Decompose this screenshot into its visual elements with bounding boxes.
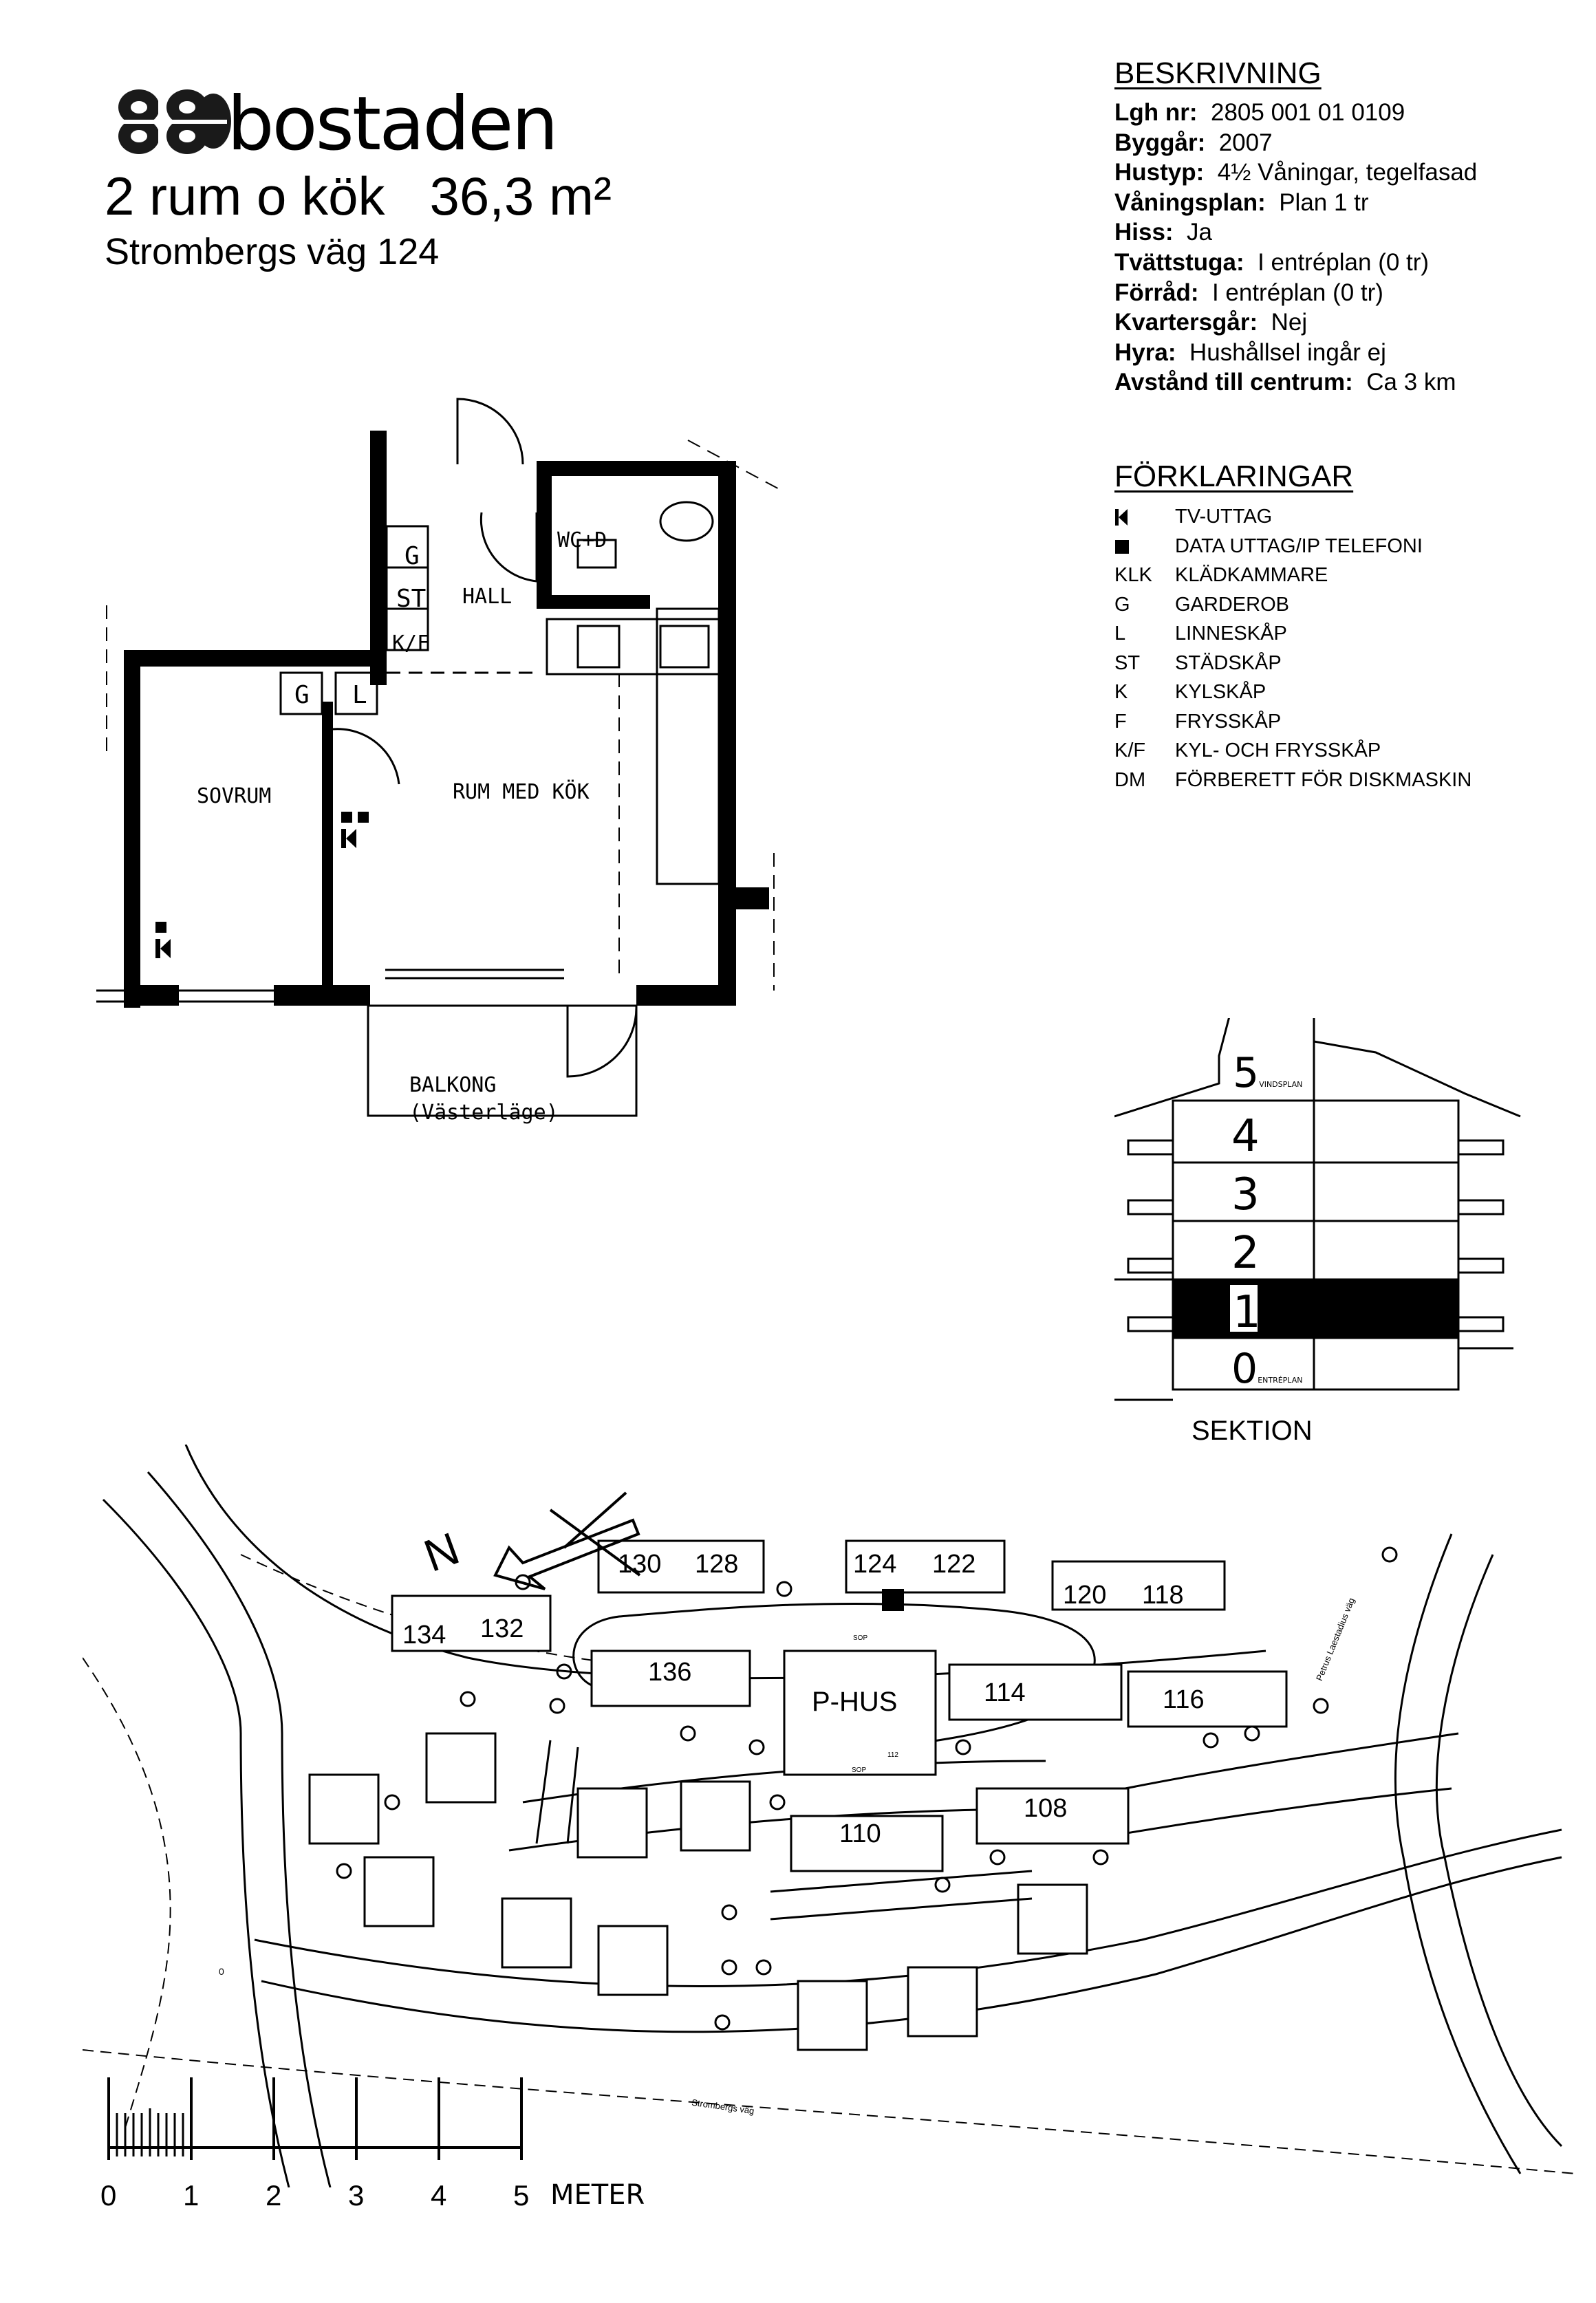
desc-row: Lgh nr: 2805 001 01 0109 [1114, 99, 1405, 126]
legend-panel: FÖRKLARINGAR TV-UTTAG DATA UTTAG/IP TELE… [1114, 459, 1471, 794]
scale-tick-1: 1 [183, 2179, 200, 2212]
building-120: 120 [1063, 1581, 1107, 1610]
room-balcony: BALKONG [409, 1073, 497, 1097]
room-wc: WC+D [557, 528, 607, 552]
fixture-g2: G [294, 681, 310, 709]
building-132: 132 [480, 1614, 524, 1643]
scale-tick-2: 2 [266, 2179, 282, 2212]
section-floor-1: 1 [1233, 1287, 1261, 1338]
building-130: 130 [618, 1550, 662, 1579]
scale-bar [107, 2077, 523, 2160]
fixture-l: L [352, 681, 367, 709]
building-124: 124 [853, 1550, 897, 1579]
map-zero: 0 [219, 1966, 224, 1977]
desc-row: Våningsplan: Plan 1 tr [1114, 188, 1369, 216]
building-134: 134 [402, 1621, 446, 1650]
building-122: 122 [932, 1550, 976, 1579]
building-128: 128 [695, 1550, 739, 1579]
scale-tick-3: 3 [348, 2179, 365, 2212]
section-floor-0: 0ENTRÉPLAN [1231, 1345, 1303, 1393]
scale-tick-5: 5 [513, 2179, 530, 2212]
legend-item: TV-UTTAG [1114, 502, 1471, 532]
desc-row: Byggår: 2007 [1114, 129, 1273, 156]
tv-outlet-icon [1115, 509, 1128, 526]
building-114: 114 [984, 1678, 1026, 1707]
scale-unit: METER [550, 2179, 645, 2211]
floor-plan [96, 398, 785, 1117]
sop-label-2: SOP [852, 1766, 867, 1774]
desc-row: Hustyp: 4½ Våningar, tegelfasad [1114, 159, 1478, 186]
section-floor-4: 4 [1231, 1111, 1260, 1162]
building-section [1114, 1018, 1521, 1401]
section-label: SEKTION [1191, 1416, 1313, 1446]
room-balcony-note: (Västerläge) [409, 1101, 559, 1125]
description-panel: BESKRIVNING Lgh nr: 2805 001 01 0109 Byg… [1114, 56, 1477, 398]
legend-item: DATA UTTAG/IP TELEFONI [1114, 532, 1471, 561]
desc-row: Avstånd till centrum: Ca 3 km [1114, 369, 1456, 396]
room-hall: HALL [462, 585, 513, 609]
sop-label-1: SOP [853, 1634, 868, 1642]
brand-logo [110, 81, 241, 157]
scale-tick-4: 4 [431, 2179, 447, 2212]
section-floor-5: 5VINDSPLAN [1233, 1049, 1303, 1097]
room-living: RUM MED KÖK [453, 780, 590, 804]
desc-row: Hyra: Hushållsel ingår ej [1114, 338, 1386, 366]
bostaden-logo-icon [117, 88, 231, 154]
legend-heading: FÖRKLARINGAR [1114, 459, 1354, 493]
address-112: 112 [887, 1751, 898, 1759]
site-map [83, 1445, 1575, 2187]
brand-name: bostaden [227, 81, 559, 167]
listing-address: Strombergs väg 124 [105, 231, 440, 272]
parking-house: P-HUS [812, 1687, 898, 1717]
section-floor-3: 3 [1231, 1169, 1260, 1220]
data-outlet-icon [1115, 539, 1129, 554]
desc-row: Hiss: Ja [1114, 219, 1213, 246]
fixture-g: G [405, 542, 420, 570]
room-bedroom: SOVRUM [197, 784, 272, 808]
description-list: Lgh nr: 2805 001 01 0109 Byggår: 2007 Hu… [1114, 98, 1477, 398]
building-136: 136 [648, 1658, 692, 1687]
section-floor-2: 2 [1231, 1228, 1260, 1279]
listing-title: 2 rum o kök 36,3 m² [105, 166, 612, 226]
description-heading: BESKRIVNING [1114, 56, 1322, 90]
fixture-kf: K/F [392, 631, 430, 656]
building-108: 108 [1024, 1794, 1068, 1823]
building-116: 116 [1163, 1685, 1205, 1714]
building-110: 110 [839, 1819, 881, 1848]
desc-row: Förråd: I entréplan (0 tr) [1114, 279, 1383, 306]
desc-row: Kvartersgår: Nej [1114, 309, 1308, 336]
desc-row: Tvättstuga: I entréplan (0 tr) [1114, 248, 1430, 276]
fixture-st: ST [396, 585, 427, 613]
building-118: 118 [1142, 1581, 1184, 1610]
scale-tick-0: 0 [100, 2179, 117, 2212]
